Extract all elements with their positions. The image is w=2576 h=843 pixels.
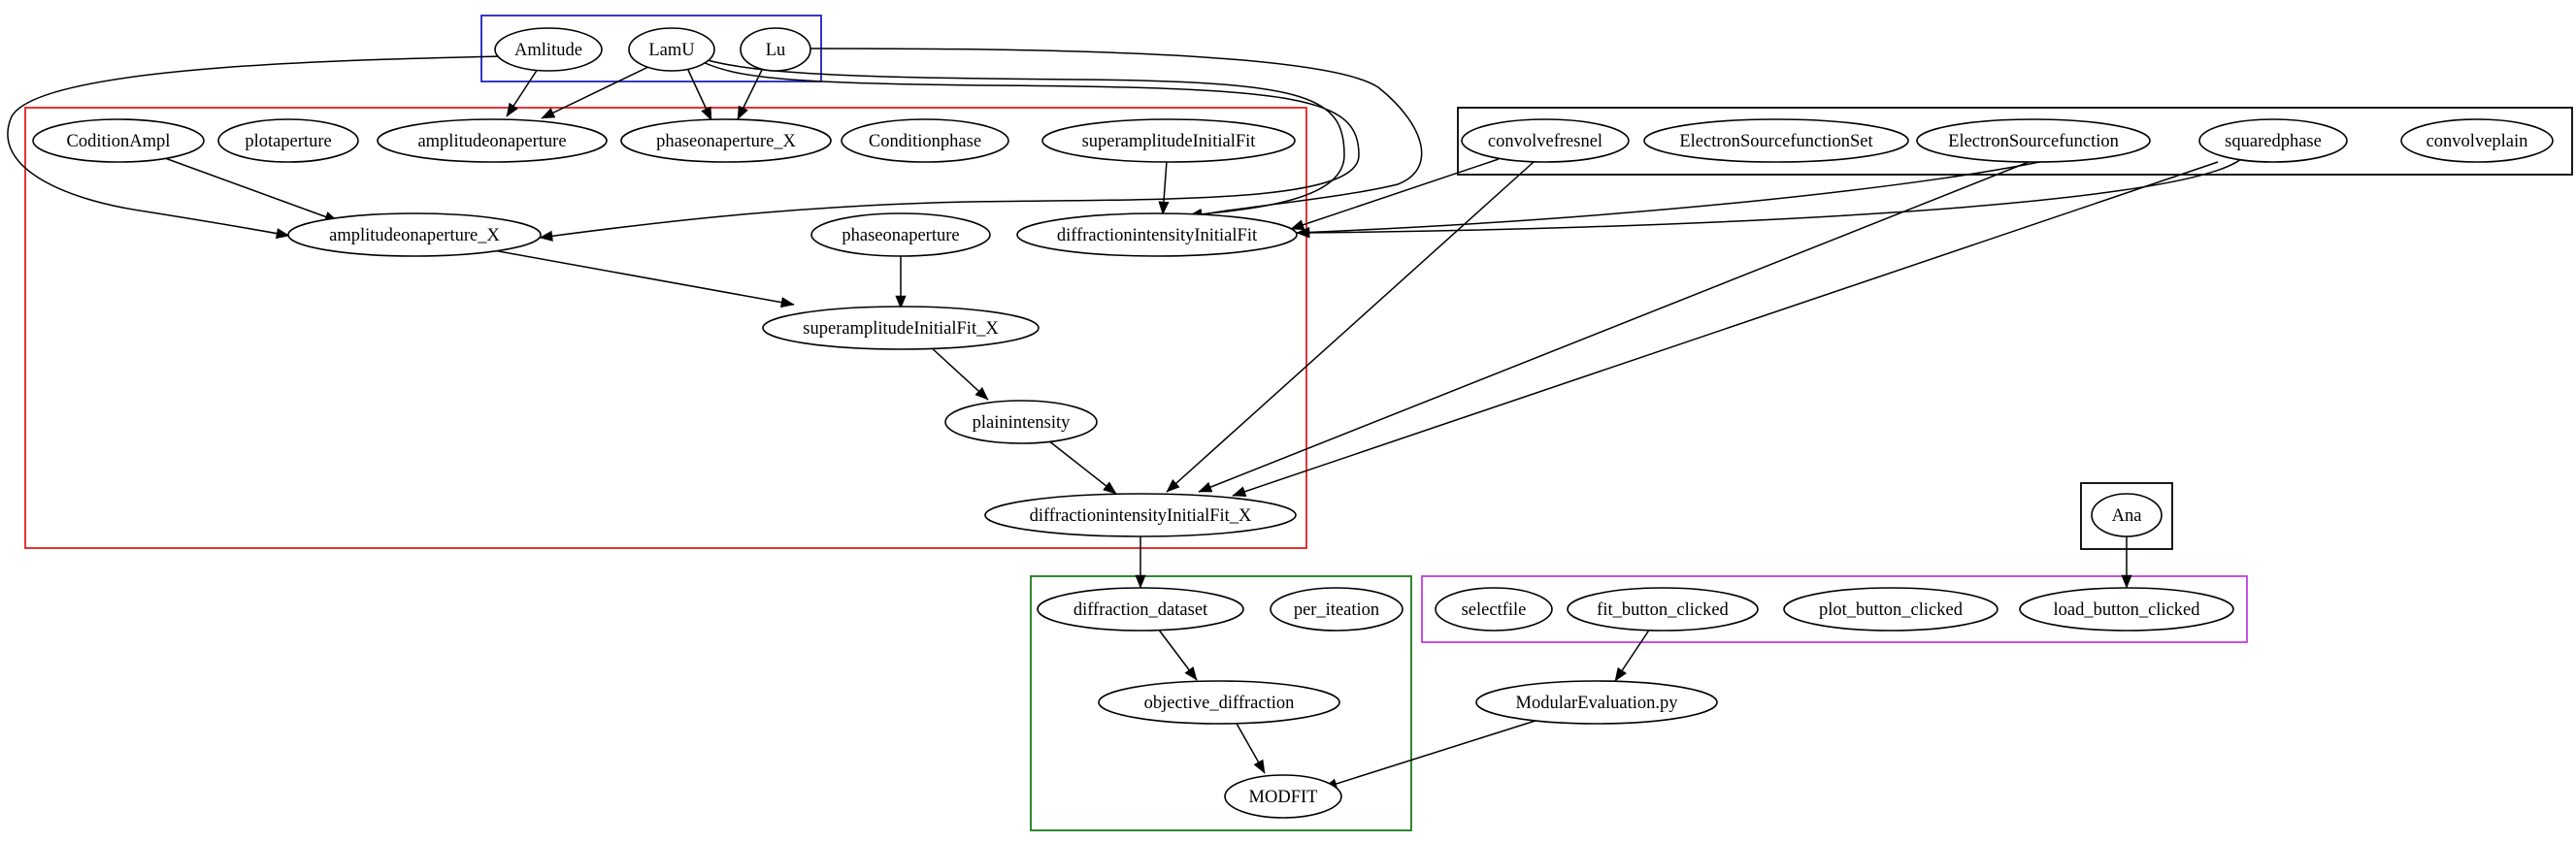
node-modularevaluation-label: ModularEvaluation.py xyxy=(1516,694,1679,713)
node-diffractionintensityinitialfit-label: diffractionintensityInitialFit xyxy=(1057,226,1258,245)
edge-convolvefresnel-to-diffractionintensityinitialfit-x xyxy=(1166,161,1535,493)
edge-lamu-to-amplitudeonaperture xyxy=(541,65,651,119)
node-electronsourcefunctionset: ElectronSourcefunctionSet xyxy=(1643,118,1909,163)
node-convolvefresnel-label: convolvefresnel xyxy=(1488,132,1602,151)
edge-squaredphase-to-diffractionintensityinitialfit xyxy=(1296,157,2243,239)
edge-electronsourcefunction-to-diffractionintensityinitialfit-x xyxy=(1198,161,2030,493)
edge-plainintensity-to-diffractionintensityinitialfit-x xyxy=(1047,439,1117,495)
node-squaredphase-label: squaredphase xyxy=(2225,132,2322,151)
edge-lamu-to-phaseonaperture xyxy=(700,57,1345,220)
edge-superamplitudeinitialfit-to-diffractionintensityinitialfit xyxy=(1158,160,1170,215)
node-lamu-label: LamU xyxy=(648,41,694,60)
node-fit-button-clicked-label: fit_button_clicked xyxy=(1597,600,1729,620)
node-superamplitudeinitialfit-label: superamplitudeInitialFit xyxy=(1082,132,1257,151)
edge-diffraction-dataset-to-objective-diffraction xyxy=(1157,628,1198,681)
edge-lu-to-phaseonaperture xyxy=(805,48,1423,220)
node-amplitudeonaperture-label: amplitudeonaperture xyxy=(417,132,566,151)
node-electronsourcefunction-label: ElectronSourcefunction xyxy=(1948,132,2119,151)
cluster-source-functions xyxy=(1457,107,2573,176)
node-load-button-clicked: load_button_clicked xyxy=(2019,587,2234,632)
edge-coditionampl-to-amplitudeonaperture-x xyxy=(164,157,339,222)
node-amplitudeonaperture-x: amplitudeonaperture_X xyxy=(287,212,542,257)
edge-lamu-to-phaseonaperture-x xyxy=(686,67,712,121)
node-conditionphase: Conditionphase xyxy=(841,118,1009,163)
node-conditionphase-label: Conditionphase xyxy=(869,132,981,151)
node-superamplitudeinitialfit: superamplitudeInitialFit xyxy=(1041,118,1296,163)
node-coditionampl-label: CoditionAmpl xyxy=(67,132,171,151)
cluster-model xyxy=(24,107,1307,549)
node-superamplitudeinitialfit-x: superamplitudeInitialFit_X xyxy=(762,306,1040,350)
node-lu: Lu xyxy=(740,27,811,72)
node-phaseonaperture-x-label: phaseonaperture_X xyxy=(656,132,796,151)
node-superamplitudeinitialfit-x-label: superamplitudeInitialFit_X xyxy=(803,319,999,339)
node-plainintensity-label: plainintensity xyxy=(973,413,1071,433)
node-plot-button-clicked: plot_button_clicked xyxy=(1783,587,1998,632)
node-phaseonaperture-label: phaseonaperture xyxy=(842,226,959,245)
edge-modularevaluation-to-modfit xyxy=(1323,719,1539,790)
node-ana: Ana xyxy=(2091,493,2163,537)
node-phaseonaperture: phaseonaperture xyxy=(810,212,991,257)
node-lamu: LamU xyxy=(628,27,715,72)
node-per-iteation: per_iteation xyxy=(1270,587,1404,632)
node-lu-label: Lu xyxy=(766,41,786,60)
node-diffractionintensityinitialfit-x: diffractionintensityInitialFit_X xyxy=(984,493,1297,537)
node-plainintensity: plainintensity xyxy=(944,400,1098,444)
node-modfit-label: MODFIT xyxy=(1249,788,1318,807)
node-amplitudeonaperture-x-label: amplitudeonaperture_X xyxy=(329,226,500,245)
node-load-button-clicked-label: load_button_clicked xyxy=(2053,600,2200,620)
node-plot-button-clicked-label: plot_button_clicked xyxy=(1819,600,1964,620)
node-amlitude-label: Amlitude xyxy=(514,41,582,60)
node-amlitude: Amlitude xyxy=(494,27,603,72)
node-squaredphase: squaredphase xyxy=(2198,118,2348,163)
edge-convolvefresnel-to-diffractionintensityinitialfit xyxy=(1290,158,1500,231)
node-convolveplain: convolveplain xyxy=(2400,118,2554,163)
node-amplitudeonaperture: amplitudeonaperture xyxy=(377,118,608,163)
node-selectfile-label: selectfile xyxy=(1462,600,1527,620)
edge-squaredphase-to-diffractionintensityinitialfit-x xyxy=(1232,161,2219,498)
edge-superamplitudeinitialfit-x-to-plainintensity xyxy=(929,345,989,401)
node-electronsourcefunction: ElectronSourcefunction xyxy=(1916,118,2151,163)
cluster-buttons xyxy=(1421,575,2248,643)
node-modularevaluation: ModularEvaluation.py xyxy=(1475,680,1718,725)
node-diffractionintensityinitialfit-x-label: diffractionintensityInitialFit_X xyxy=(1030,506,1252,526)
node-electronsourcefunctionset-label: ElectronSourcefunctionSet xyxy=(1679,132,1873,151)
node-diffractionintensityinitialfit: diffractionintensityInitialFit xyxy=(1016,212,1298,257)
node-fit-button-clicked: fit_button_clicked xyxy=(1567,587,1759,632)
node-per-iteation-label: per_iteation xyxy=(1294,600,1379,620)
node-ana-label: Ana xyxy=(2112,506,2142,526)
edge-amlitude-to-amplitudeonaperture-x xyxy=(7,55,504,240)
node-modfit: MODFIT xyxy=(1224,774,1342,819)
node-coditionampl: CoditionAmpl xyxy=(32,118,205,163)
node-objective-diffraction: objective_diffraction xyxy=(1098,680,1340,725)
edge-lamu-to-amplitudeonaperture-x xyxy=(539,61,1360,242)
node-convolveplain-label: convolveplain xyxy=(2427,132,2528,151)
edge-amplitudeonaperture-x-to-superamplitudeinitialfit-x xyxy=(492,249,795,308)
cluster-fitting xyxy=(1030,575,1412,831)
edge-amlitude-to-amplitudeonaperture xyxy=(506,68,539,117)
node-plotaperture-label: plotaperture xyxy=(245,132,331,151)
node-phaseonaperture-x: phaseonaperture_X xyxy=(620,118,832,163)
node-convolvefresnel: convolvefresnel xyxy=(1461,118,1630,163)
node-diffraction-dataset: diffraction_dataset xyxy=(1037,587,1244,632)
edge-fit-button-clicked-to-modularevaluation xyxy=(1614,628,1651,682)
node-diffraction-dataset-label: diffraction_dataset xyxy=(1073,600,1208,620)
node-plotaperture: plotaperture xyxy=(217,118,359,163)
edge-electronsourcefunction-to-diffractionintensityinitialfit xyxy=(1296,157,2059,239)
node-objective-diffraction-label: objective_diffraction xyxy=(1144,694,1295,713)
node-selectfile: selectfile xyxy=(1435,587,1553,632)
edge-objective-diffraction-to-modfit xyxy=(1235,721,1266,774)
